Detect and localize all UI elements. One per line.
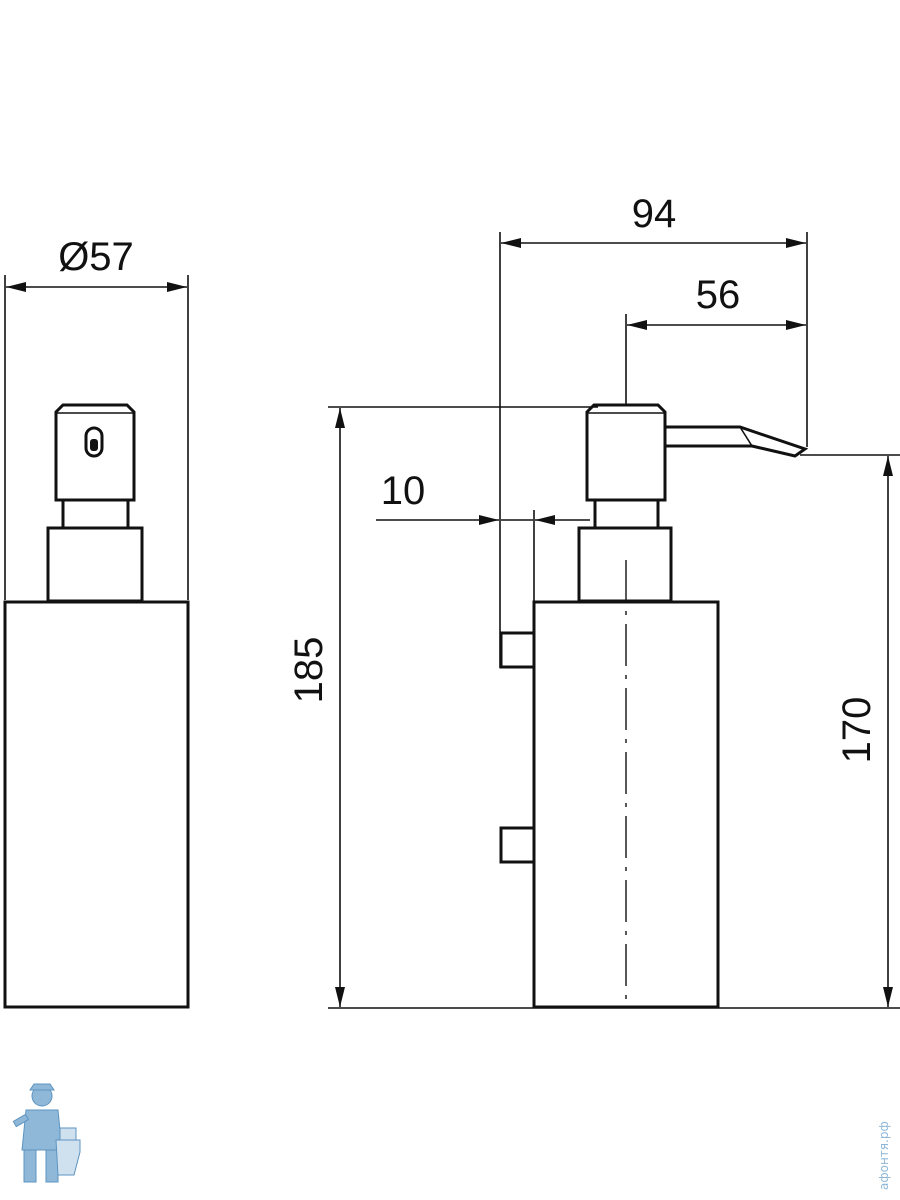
upper-mount-pin: [499, 631, 536, 669]
overall-height-label: 185: [287, 637, 331, 704]
spout-bend-edge: [739, 426, 753, 447]
side-view: 94 56 10 185 170: [287, 192, 900, 1009]
front-pump-slot: [84, 426, 104, 458]
overall-depth-label: 94: [632, 192, 677, 236]
lower-mount-pin: [499, 826, 536, 864]
watermark-text: афонтя.рф: [877, 1121, 891, 1190]
front-pump-head: [54, 403, 136, 502]
side-collar: [577, 526, 673, 603]
plumber-mascot-icon: [12, 1083, 81, 1183]
front-pump-slot-inner: [90, 439, 98, 451]
spout: [665, 425, 809, 458]
spout-height-label: 170: [835, 697, 879, 764]
front-view: Ø57: [3, 235, 190, 1009]
spout-length-label: 56: [696, 273, 741, 317]
front-body: [3, 600, 190, 1009]
wall-gap-label: 10: [381, 469, 426, 513]
side-pump-head: [585, 403, 667, 502]
front-collar: [46, 526, 144, 603]
diameter-label: Ø57: [58, 235, 134, 279]
